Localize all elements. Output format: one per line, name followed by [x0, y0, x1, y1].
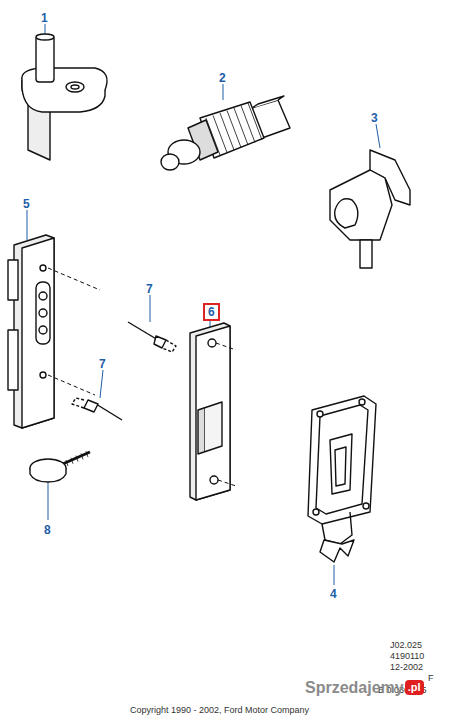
pin — [72, 398, 122, 420]
callout-number: 4 — [330, 588, 337, 600]
gasket — [308, 396, 376, 562]
thread-stroke — [241, 106, 255, 143]
wire-clip — [330, 150, 410, 268]
callout-number: 1 — [41, 12, 48, 24]
thread-stroke — [71, 458, 73, 464]
callout-number: 5 — [23, 198, 30, 210]
thread-stroke — [86, 451, 88, 457]
rubber-bumper — [30, 451, 90, 482]
callout-number: 3 — [371, 112, 378, 124]
thread-stroke — [66, 460, 68, 466]
plunger-switch — [161, 96, 290, 170]
door-switch — [22, 34, 107, 160]
thread-stroke — [220, 113, 234, 150]
thread-stroke — [76, 456, 78, 462]
callout-number: 8 — [44, 524, 51, 536]
watermark: Sprzedajemy — [305, 680, 404, 696]
drawing-date: 12-2002 — [390, 663, 423, 672]
watermark: .pl — [405, 680, 424, 695]
callout-number: 2 — [219, 72, 226, 84]
callout-number: 7 — [99, 358, 106, 370]
thread-stroke — [227, 111, 241, 148]
callout-number: 7 — [146, 283, 153, 295]
thread-stroke — [81, 453, 83, 459]
copyright-note: Copyright 1990 - 2002, Ford Motor Compan… — [130, 706, 309, 715]
drawing-code: 4190110 — [390, 652, 424, 661]
pin — [128, 322, 176, 352]
thread-stroke — [248, 103, 262, 140]
drawing-code: J02.025 — [390, 641, 422, 650]
lock-plate — [190, 323, 236, 500]
drawing-code: F — [428, 674, 434, 683]
thread-stroke — [234, 108, 248, 145]
striker-plate — [8, 235, 100, 428]
callout-number: 6 — [203, 303, 220, 321]
